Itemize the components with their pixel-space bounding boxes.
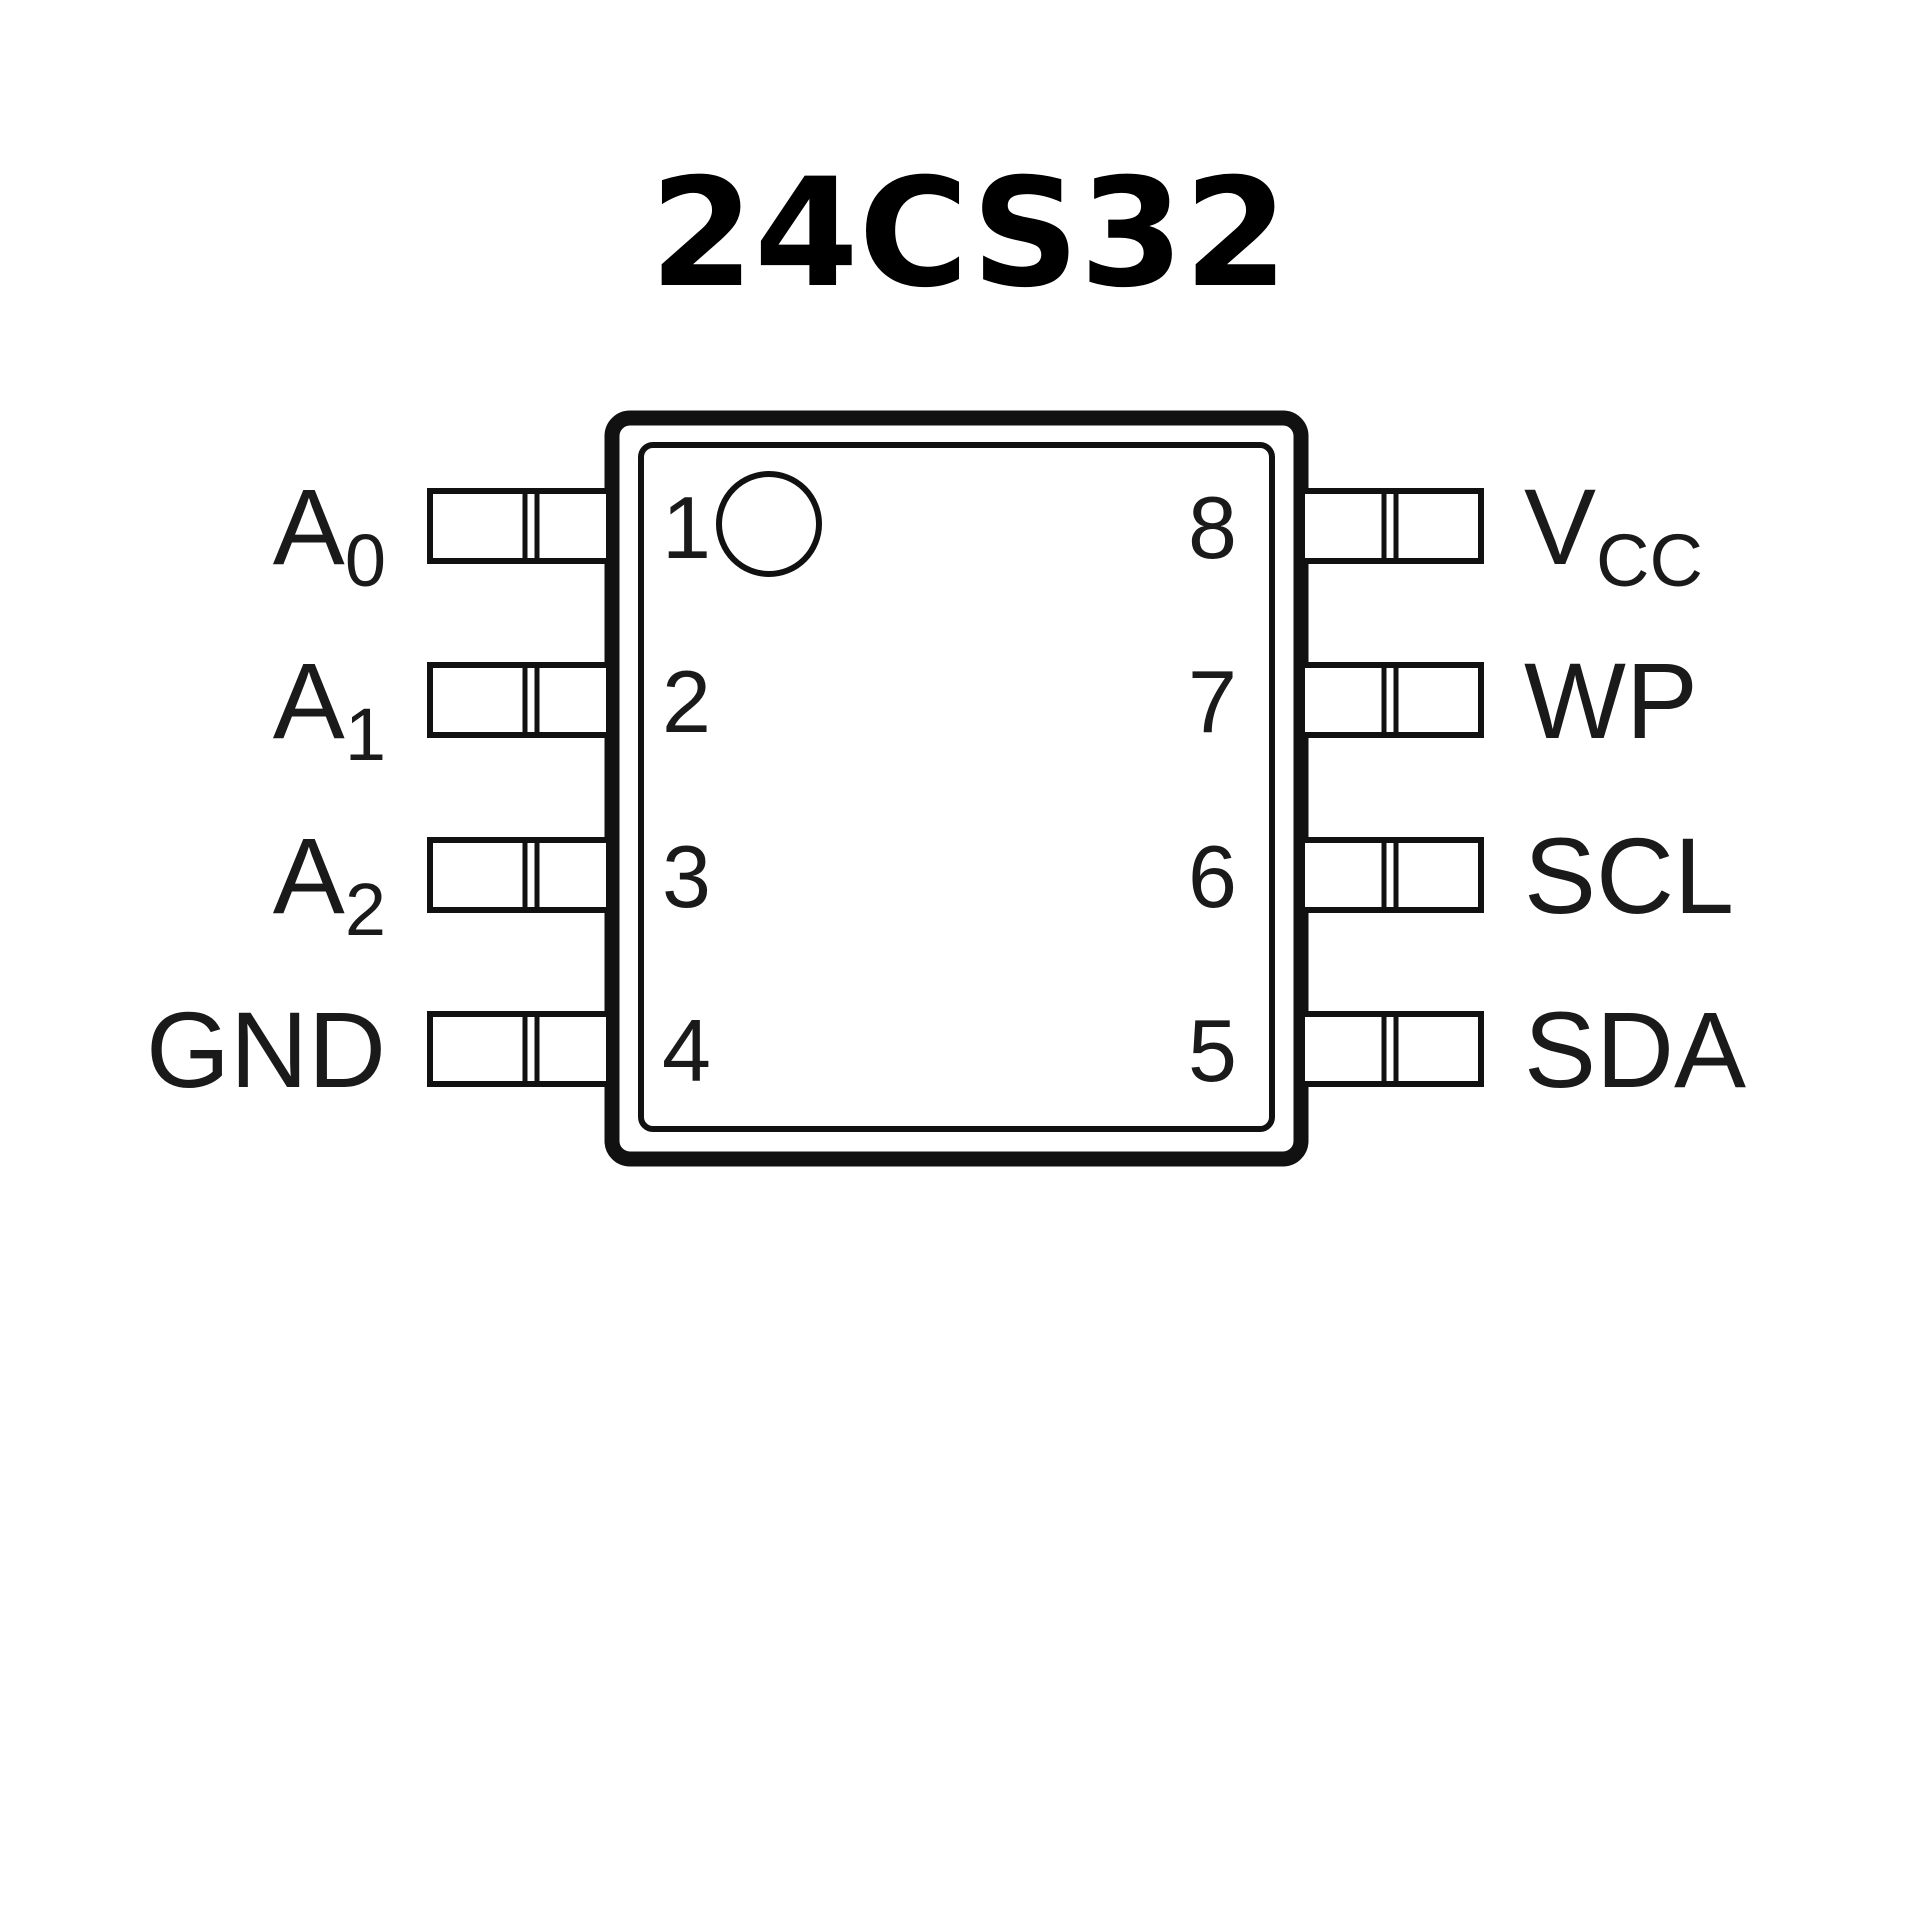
pin-lead [1299,662,1484,738]
left-pin-2: 2 A1 [273,640,711,776]
package-inner-outline [638,442,1275,1132]
pin-label: A1 [273,640,386,776]
package-outline [604,410,1309,1167]
left-pin-1: 1 A0 [273,466,711,602]
pin-lead [427,488,612,564]
pin-label: VCC [1524,466,1703,602]
left-pin-4: 4 GND [146,989,711,1110]
pin-label: A2 [273,815,386,951]
pin-lead [1299,488,1484,564]
pin-label-subscript: CC [1596,519,1703,602]
pin-label-main: V [1524,466,1596,587]
pin-label-subscript: 2 [345,868,386,951]
pin-label-main: SDA [1524,989,1746,1110]
pin-label-subscript: 1 [345,693,386,776]
pin-label-main: WP [1524,640,1698,761]
pin-lead [1299,1011,1484,1087]
pin-number: 6 [1188,827,1237,926]
pin-label: SCL [1524,815,1734,936]
pin-label-main: GND [146,989,386,1110]
pin-lead [427,837,612,913]
pin-lead [1299,837,1484,913]
right-pin-7: 7 WP [1188,640,1698,761]
pin-label: GND [146,989,386,1110]
pin-number: 8 [1188,478,1237,577]
pin-label: A0 [273,466,386,602]
pin-lead [427,1011,612,1087]
pin-label: SDA [1524,989,1746,1110]
pin-label-main: A [273,640,345,761]
left-pin-3: 3 A2 [273,815,711,951]
pin-label-main: A [273,466,345,587]
pin1-marker-icon [716,471,822,577]
pin-number: 4 [662,1001,711,1100]
pin-label-main: A [273,815,345,936]
right-pin-8: 8 VCC [1188,466,1703,602]
chip-title: 24CS32 [650,147,1288,321]
pin-number: 5 [1188,1001,1237,1100]
pin-number: 7 [1188,652,1237,751]
pin-label-subscript: 0 [345,519,386,602]
right-pin-6: 6 SCL [1188,815,1734,936]
pin-number: 3 [662,827,711,926]
pin-number: 1 [662,478,711,577]
pin-label: WP [1524,640,1698,761]
pin-number: 2 [662,652,711,751]
pin-label-main: SCL [1524,815,1734,936]
right-pin-5: 5 SDA [1188,989,1746,1110]
pin-lead [427,662,612,738]
